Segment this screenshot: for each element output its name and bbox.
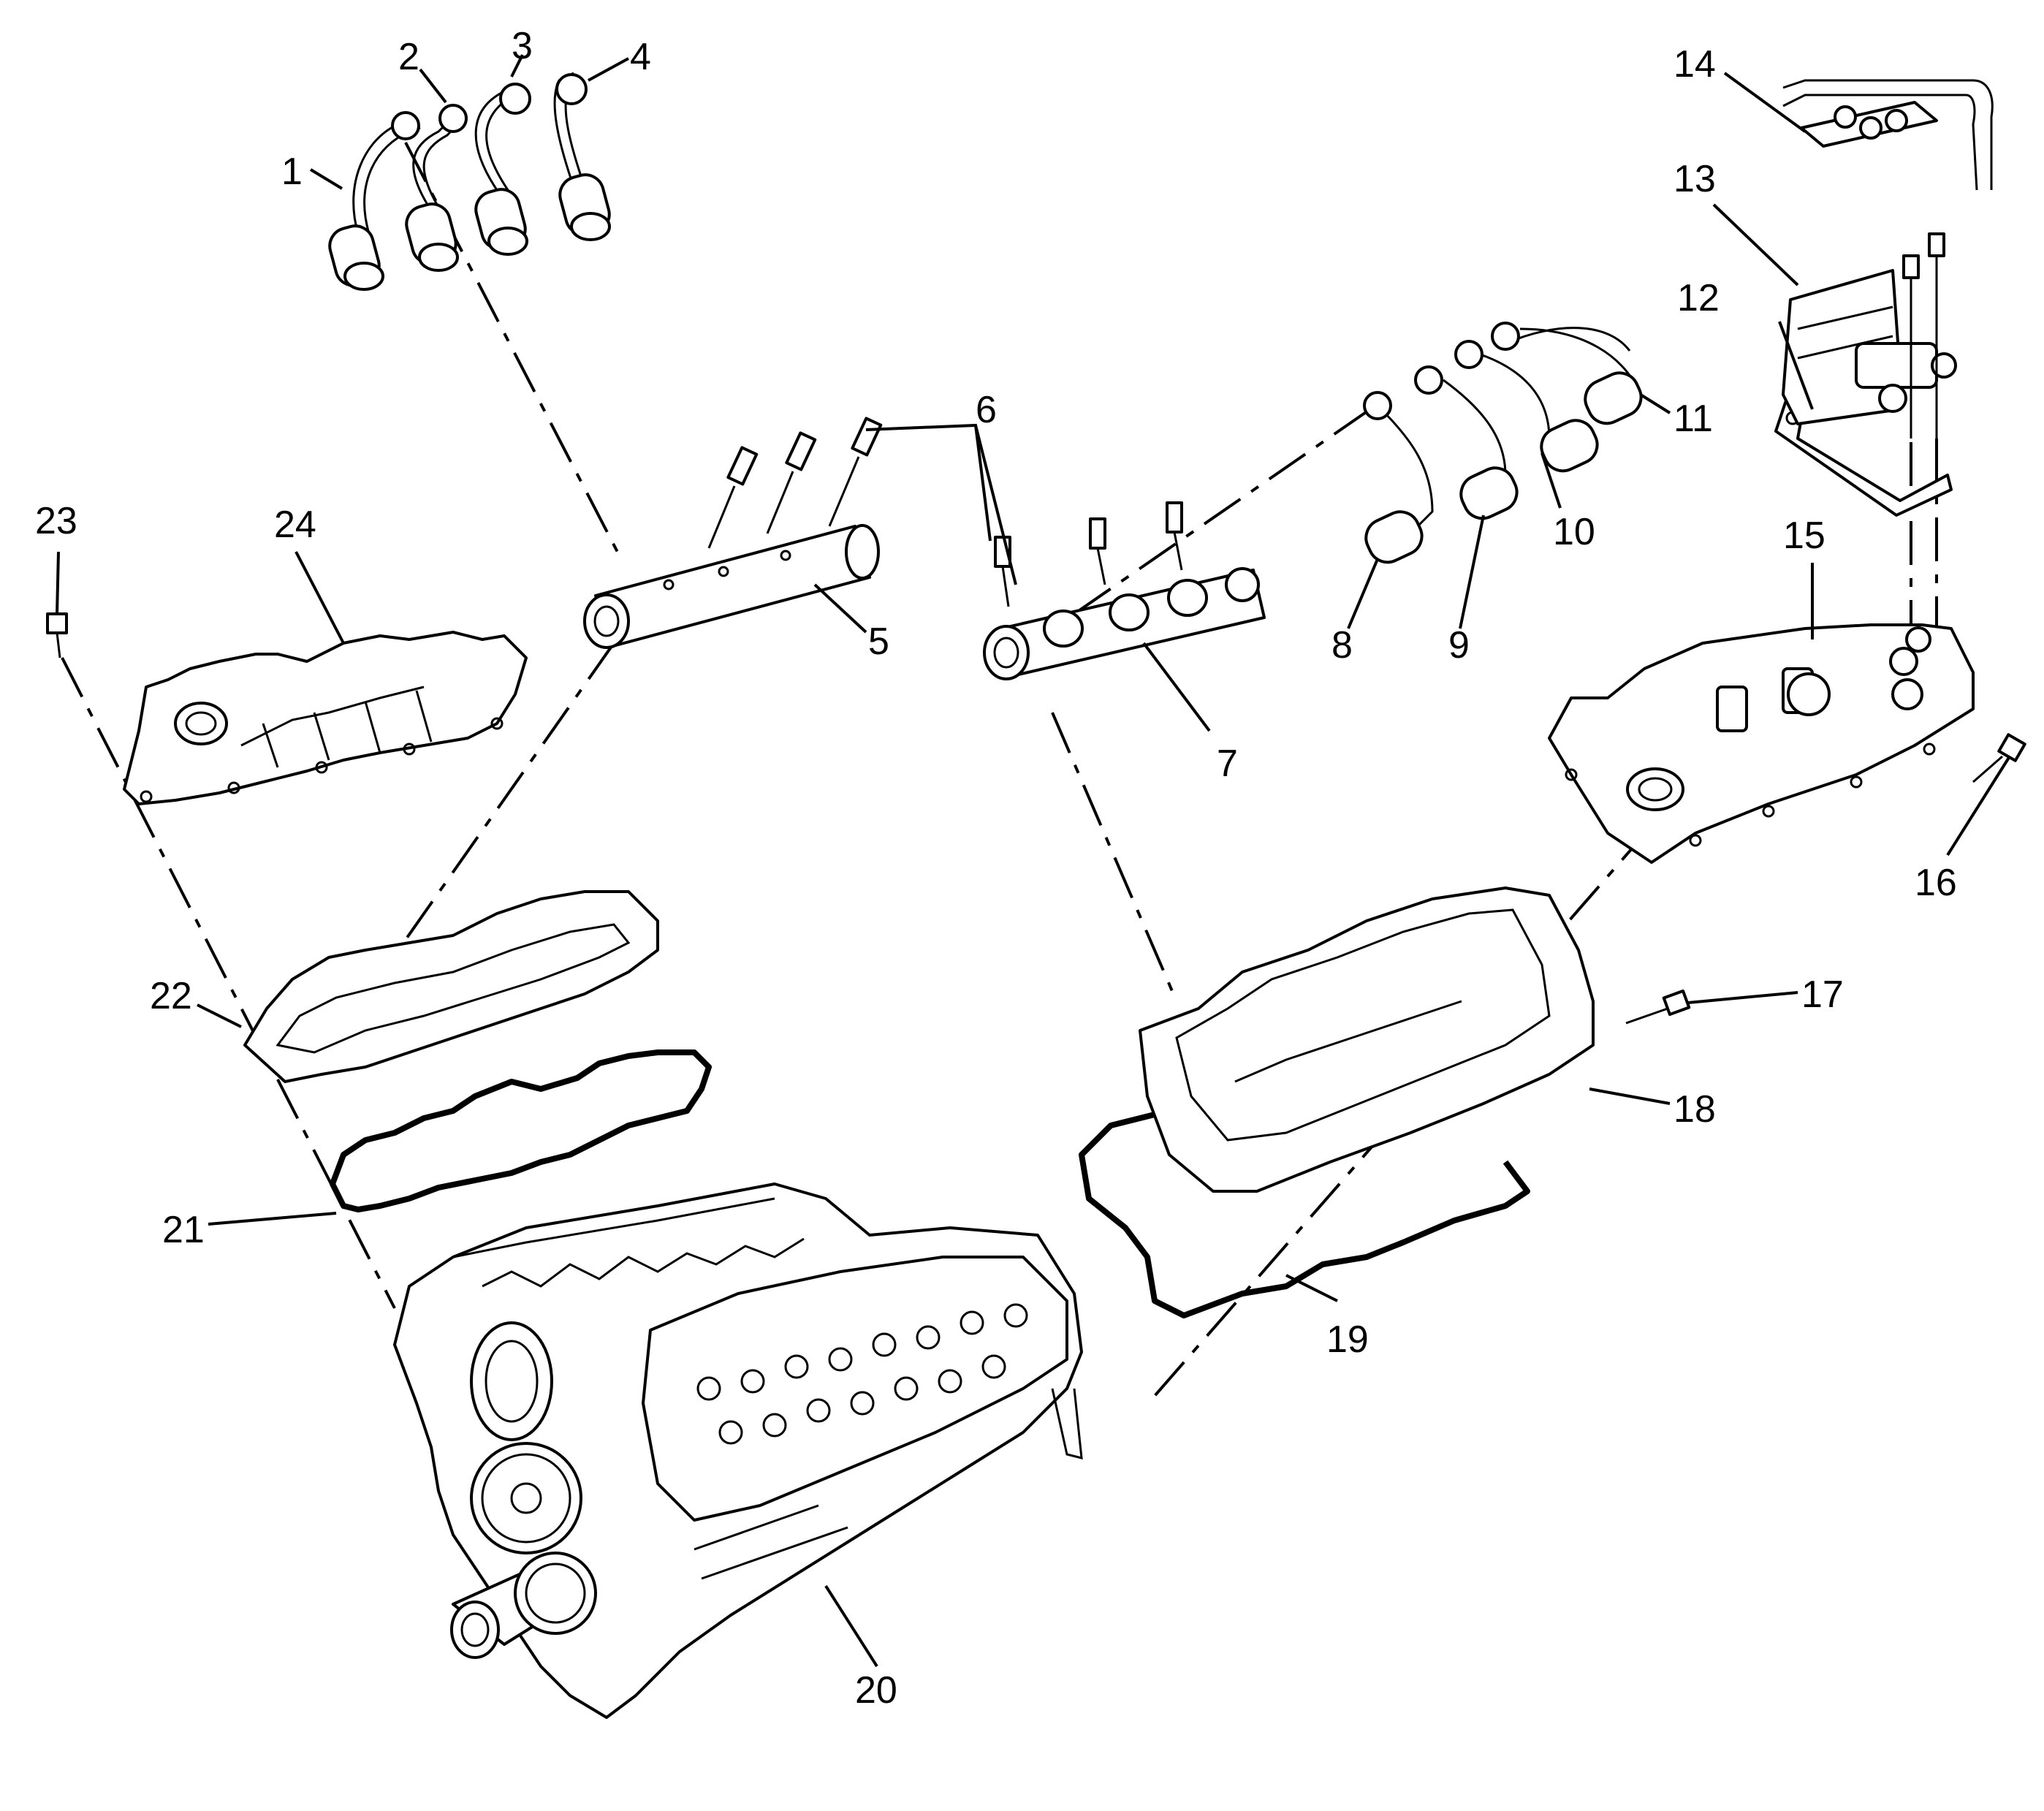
callout-21: 21 xyxy=(162,1209,205,1251)
callout-24: 24 xyxy=(274,504,316,546)
callout-3: 3 xyxy=(512,25,533,67)
pressure-regulator-module xyxy=(1782,232,1957,438)
callout-11: 11 xyxy=(1673,398,1713,440)
intake-spacer-left xyxy=(243,890,659,1083)
gasket-left xyxy=(330,1049,712,1212)
callout-7: 7 xyxy=(1217,743,1238,785)
callout-labels: 1 2 3 4 5 6 7 8 9 10 11 12 13 14 15 16 1… xyxy=(35,25,1957,1712)
callout-6: 6 xyxy=(976,389,997,431)
callout-10: 10 xyxy=(1553,511,1595,553)
callout-8: 8 xyxy=(1331,624,1353,667)
gasket-right xyxy=(1079,1112,1530,1318)
callout-12: 12 xyxy=(1677,277,1720,319)
callout-17: 17 xyxy=(1801,973,1844,1016)
callout-4: 4 xyxy=(630,36,651,78)
callout-22: 22 xyxy=(150,975,192,1017)
leader-lines xyxy=(56,54,2011,1668)
callout-18: 18 xyxy=(1673,1088,1716,1131)
callout-1: 1 xyxy=(281,151,303,193)
callout-23: 23 xyxy=(35,500,77,542)
valve-cover-right xyxy=(1548,623,1975,864)
fuel-rail-left xyxy=(583,524,880,649)
fuel-injection-lines-left xyxy=(328,72,611,291)
fuel-line-bracket xyxy=(1782,79,1994,191)
engine-block xyxy=(393,1182,1083,1719)
valve-cover-bolts-right xyxy=(1625,733,2026,1025)
fuel-injection-lines-right xyxy=(1363,322,1643,564)
callout-20: 20 xyxy=(855,1669,897,1712)
callout-16: 16 xyxy=(1915,862,1957,904)
callout-5: 5 xyxy=(868,620,889,663)
callout-15: 15 xyxy=(1783,515,1825,557)
valve-cover-left xyxy=(123,631,528,805)
callout-19: 19 xyxy=(1326,1318,1369,1361)
callout-9: 9 xyxy=(1448,624,1470,667)
fuel-rail-bolts xyxy=(707,417,1183,607)
callout-14: 14 xyxy=(1673,43,1716,86)
intake-spacer-right xyxy=(1139,886,1595,1193)
callout-13: 13 xyxy=(1673,158,1716,200)
callout-2: 2 xyxy=(398,36,419,78)
fuel-rail-right xyxy=(983,567,1266,680)
valve-cover-bolt-left xyxy=(46,612,68,658)
